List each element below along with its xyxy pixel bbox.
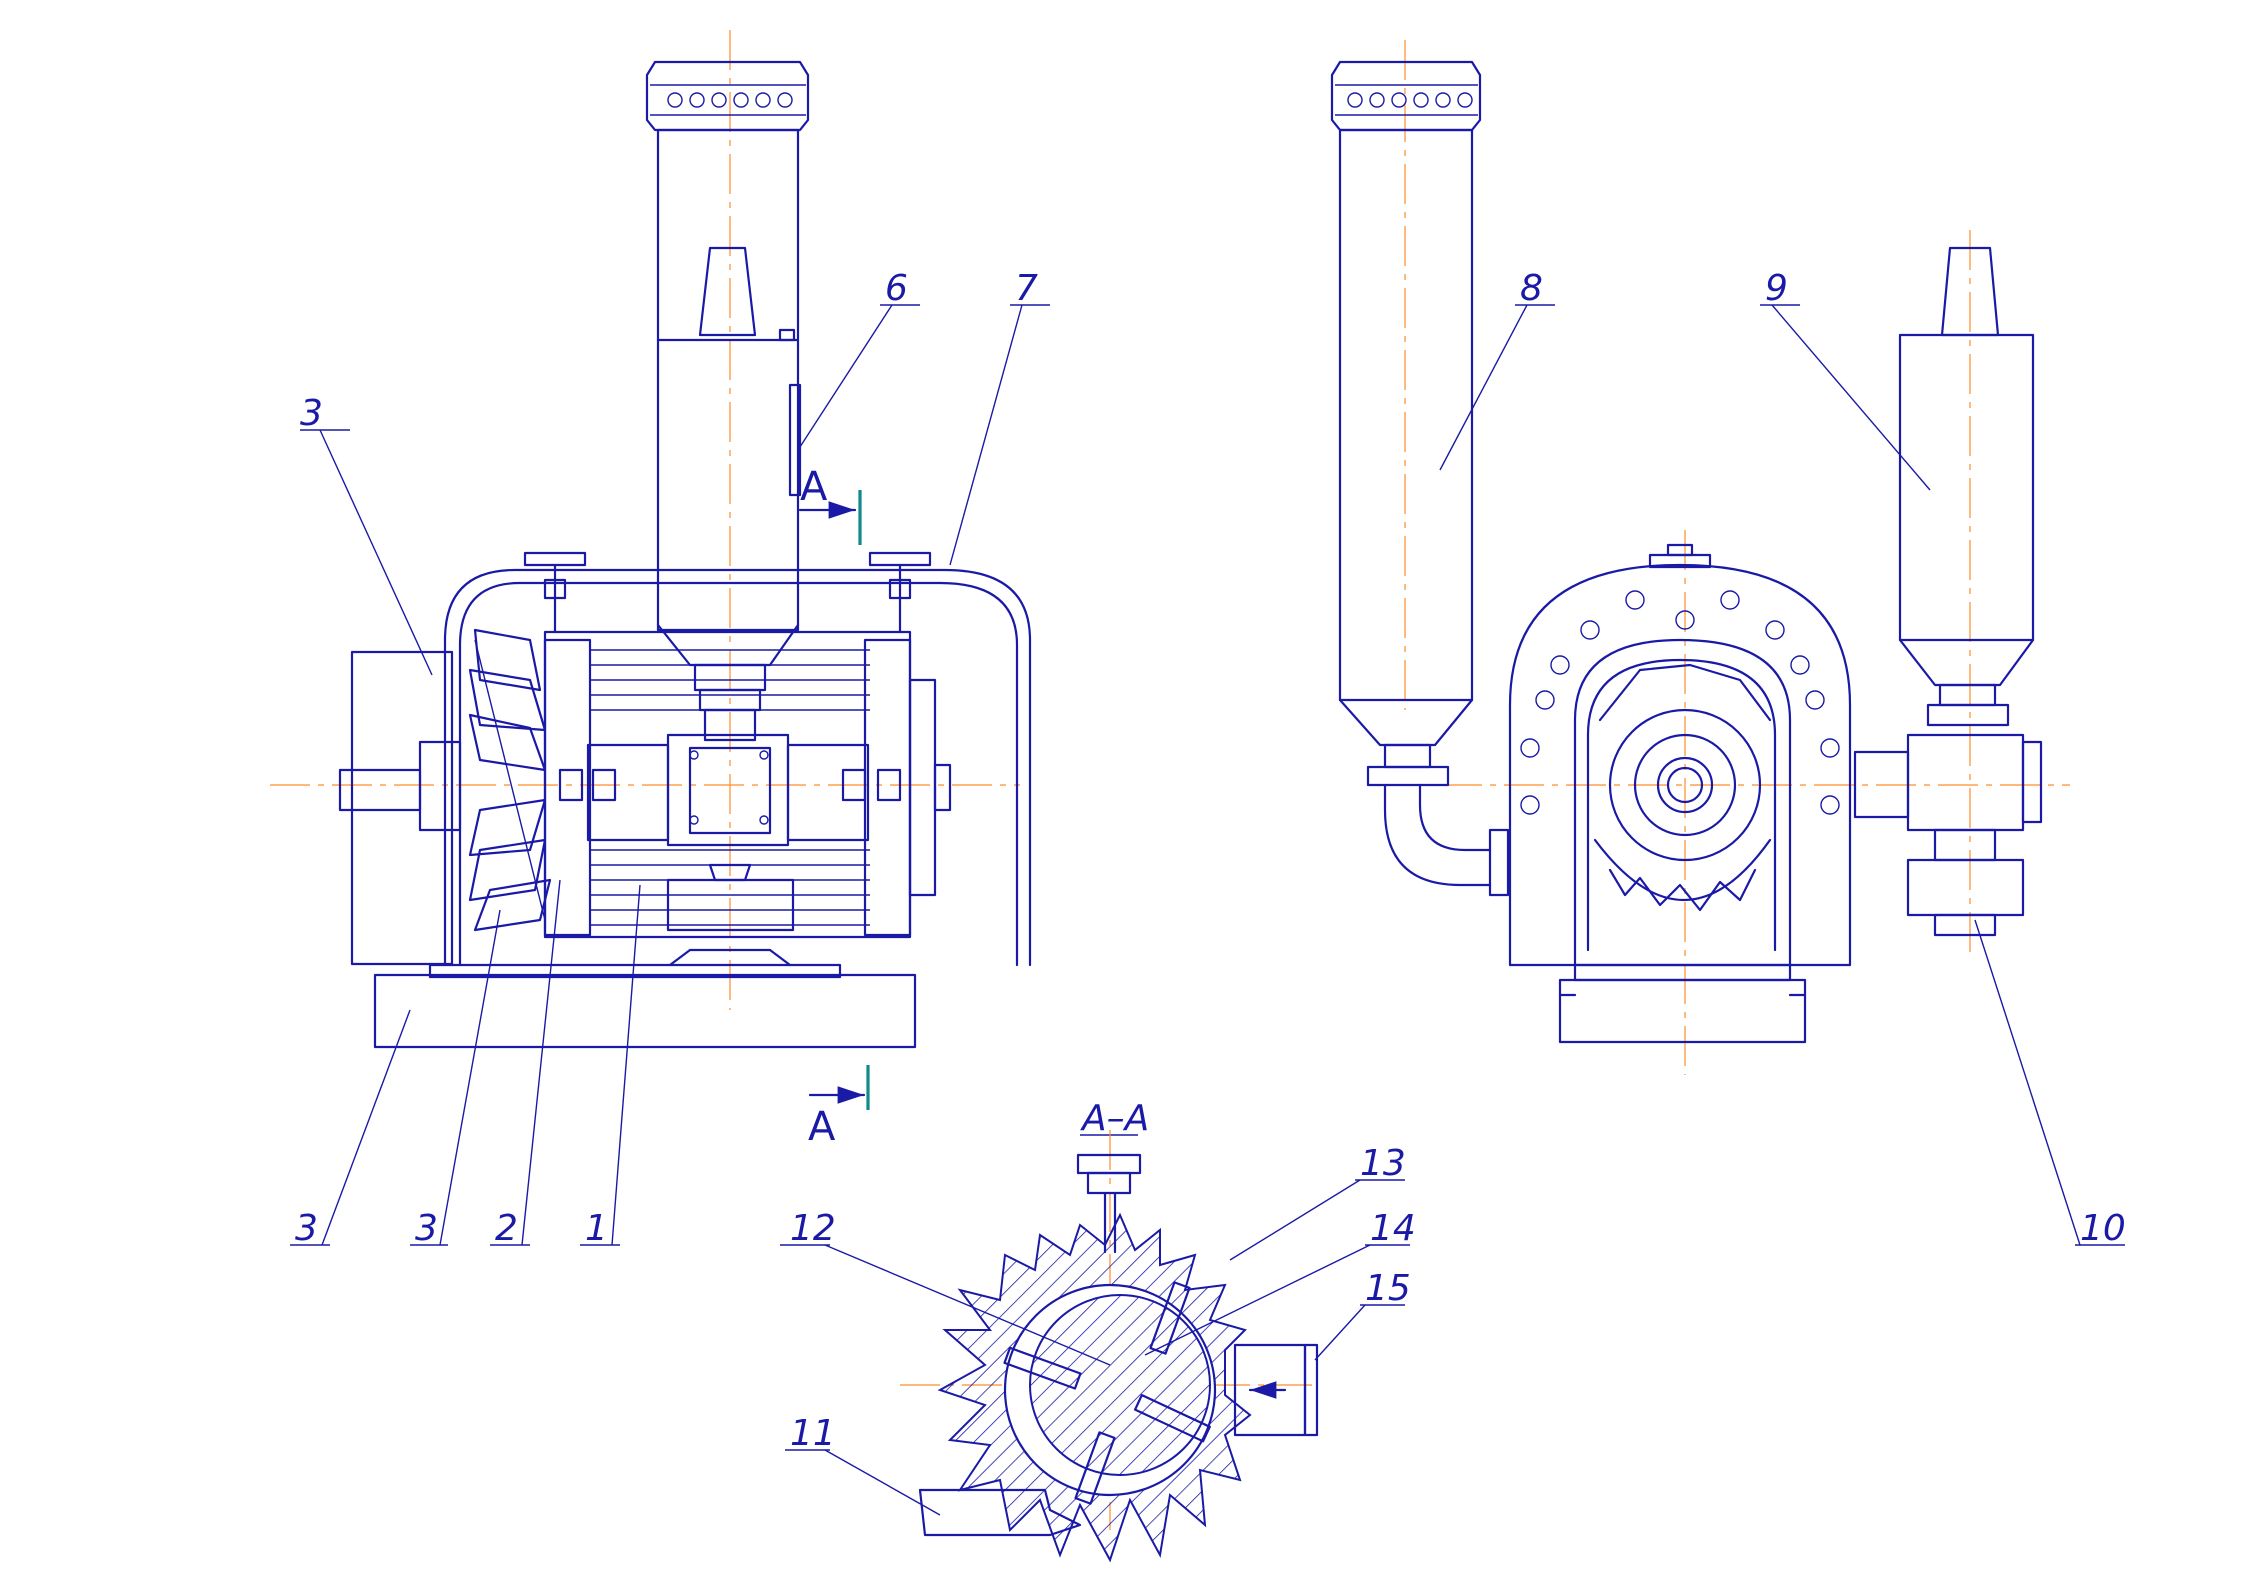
callout-3-fan: 3 [415, 1208, 438, 1249]
callout-8: 8 [1520, 268, 1543, 309]
housing-holes [1520, 590, 1840, 815]
section-title: A–A [1080, 1098, 1149, 1139]
section-letter-top: A [800, 464, 828, 510]
section-a-a: A–A [900, 1098, 1320, 1563]
rotor-section [1029, 1294, 1211, 1476]
callout-13: 13 [1360, 1143, 1406, 1184]
base-plate [373, 973, 917, 1049]
callout-3-base: 3 [295, 1208, 318, 1249]
callout-11: 11 [790, 1413, 836, 1454]
callout-7: 7 [1015, 268, 1038, 309]
frame-tube [443, 568, 1032, 967]
callout-14: 14 [1370, 1208, 1416, 1249]
left-housing [350, 650, 454, 966]
callout-2: 2 [495, 1208, 518, 1249]
callout-6: 6 [885, 268, 908, 309]
callout-15: 15 [1365, 1268, 1411, 1309]
callout-10: 10 [2080, 1208, 2126, 1249]
front-view: A A [270, 30, 1032, 1150]
fan-blades [468, 628, 552, 932]
section-letter-bottom: A [808, 1104, 836, 1150]
side-view [1330, 40, 2070, 1075]
callout-1: 1 [585, 1208, 608, 1249]
exhaust-stack [645, 60, 810, 667]
callouts: 3 6 7 3 3 2 1 8 9 10 13 14 [290, 268, 2126, 1516]
callout-12: 12 [790, 1208, 836, 1249]
pump-housing [1508, 563, 1852, 967]
callout-9: 9 [1765, 268, 1788, 309]
callout-3-upper: 3 [300, 393, 323, 434]
